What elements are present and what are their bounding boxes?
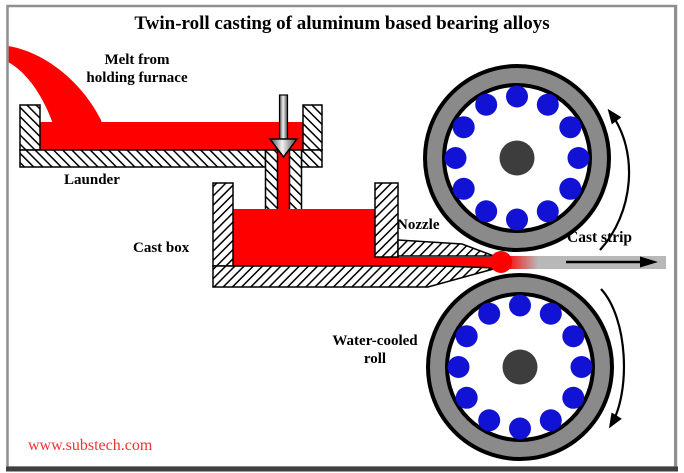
launder [8,46,323,168]
stopper-rod [278,94,289,142]
feed-tube [264,94,303,216]
top-roll-rotation-arrow [599,108,631,251]
feed-tube-melt [277,140,290,215]
water-cooled-roll-label-line2: roll [363,351,387,367]
bottom-roll [426,273,614,461]
melt-source-label-line1: Melt from [104,52,170,68]
top-roll [423,64,611,252]
launder-right-wall [302,104,323,151]
watermark-link[interactable]: www.substech.com [28,437,153,454]
launder-bottom-wall [19,149,267,168]
water-cooled-roll-label: Water-cooled roll [314,332,436,368]
melt-source-label: Melt from holding furnace [57,51,217,87]
nozzle-melt-channel [375,257,503,267]
pour-stream [8,46,108,149]
cast-box-melt [233,209,375,266]
stopper-cone [268,138,299,159]
launder-left-wall [19,104,41,151]
solidification-gradient [505,256,538,269]
cast-box-label: Cast box [133,240,190,256]
cast-box-bottom-wall [212,265,498,288]
nozzle-label: Nozzle [397,217,440,233]
diagram-title: Twin-roll casting of aluminum based bear… [134,13,550,34]
launder-bottom-wall-right [300,149,323,168]
strip-direction-arrow-head [640,256,658,268]
cast-box-right-wall [374,182,399,258]
feed-tube-left-wall [264,149,279,216]
launder-label: Launder [64,172,120,188]
water-cooled-roll-label-line1: Water-cooled [332,333,418,349]
cast-box [212,182,503,288]
cast-strip-label: Cast strip [567,229,633,246]
bottom-roll-rotation-arrow [600,288,625,429]
melt-source-label-line2: holding furnace [86,70,188,86]
cast-strip-graphic [490,251,666,273]
cast-box-left-wall [212,182,234,267]
feed-tube-right-wall [288,149,303,216]
frame-border [6,4,678,472]
